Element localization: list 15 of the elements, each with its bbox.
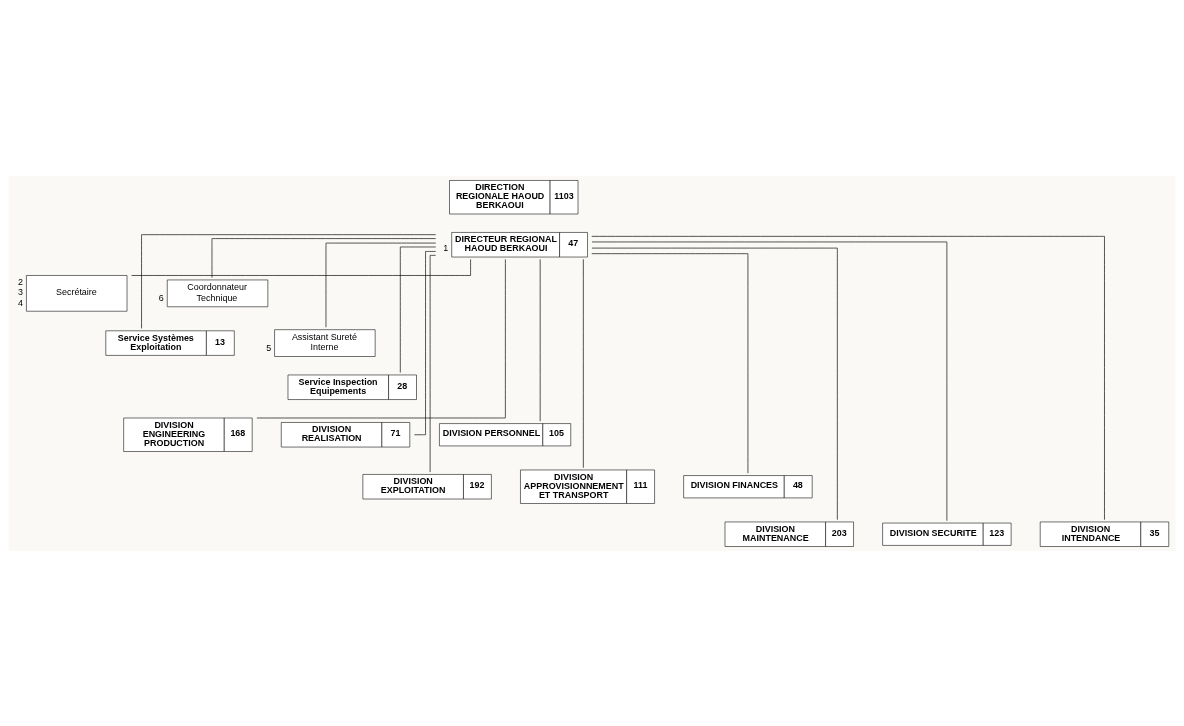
connector: [399, 246, 437, 373]
node-label: 4: [18, 297, 24, 308]
connector: [141, 233, 437, 329]
connector: [256, 258, 506, 418]
node-label: 2: [18, 276, 24, 287]
node-label: 6: [158, 292, 164, 303]
node-label: 3: [18, 286, 24, 297]
connector: [131, 258, 471, 276]
connector: [325, 242, 437, 328]
connector: [211, 237, 436, 278]
node-label: 5: [266, 342, 272, 353]
connector: [414, 250, 436, 435]
node-label: 1: [443, 242, 449, 253]
connector: [429, 254, 436, 472]
connector: [591, 235, 1105, 520]
